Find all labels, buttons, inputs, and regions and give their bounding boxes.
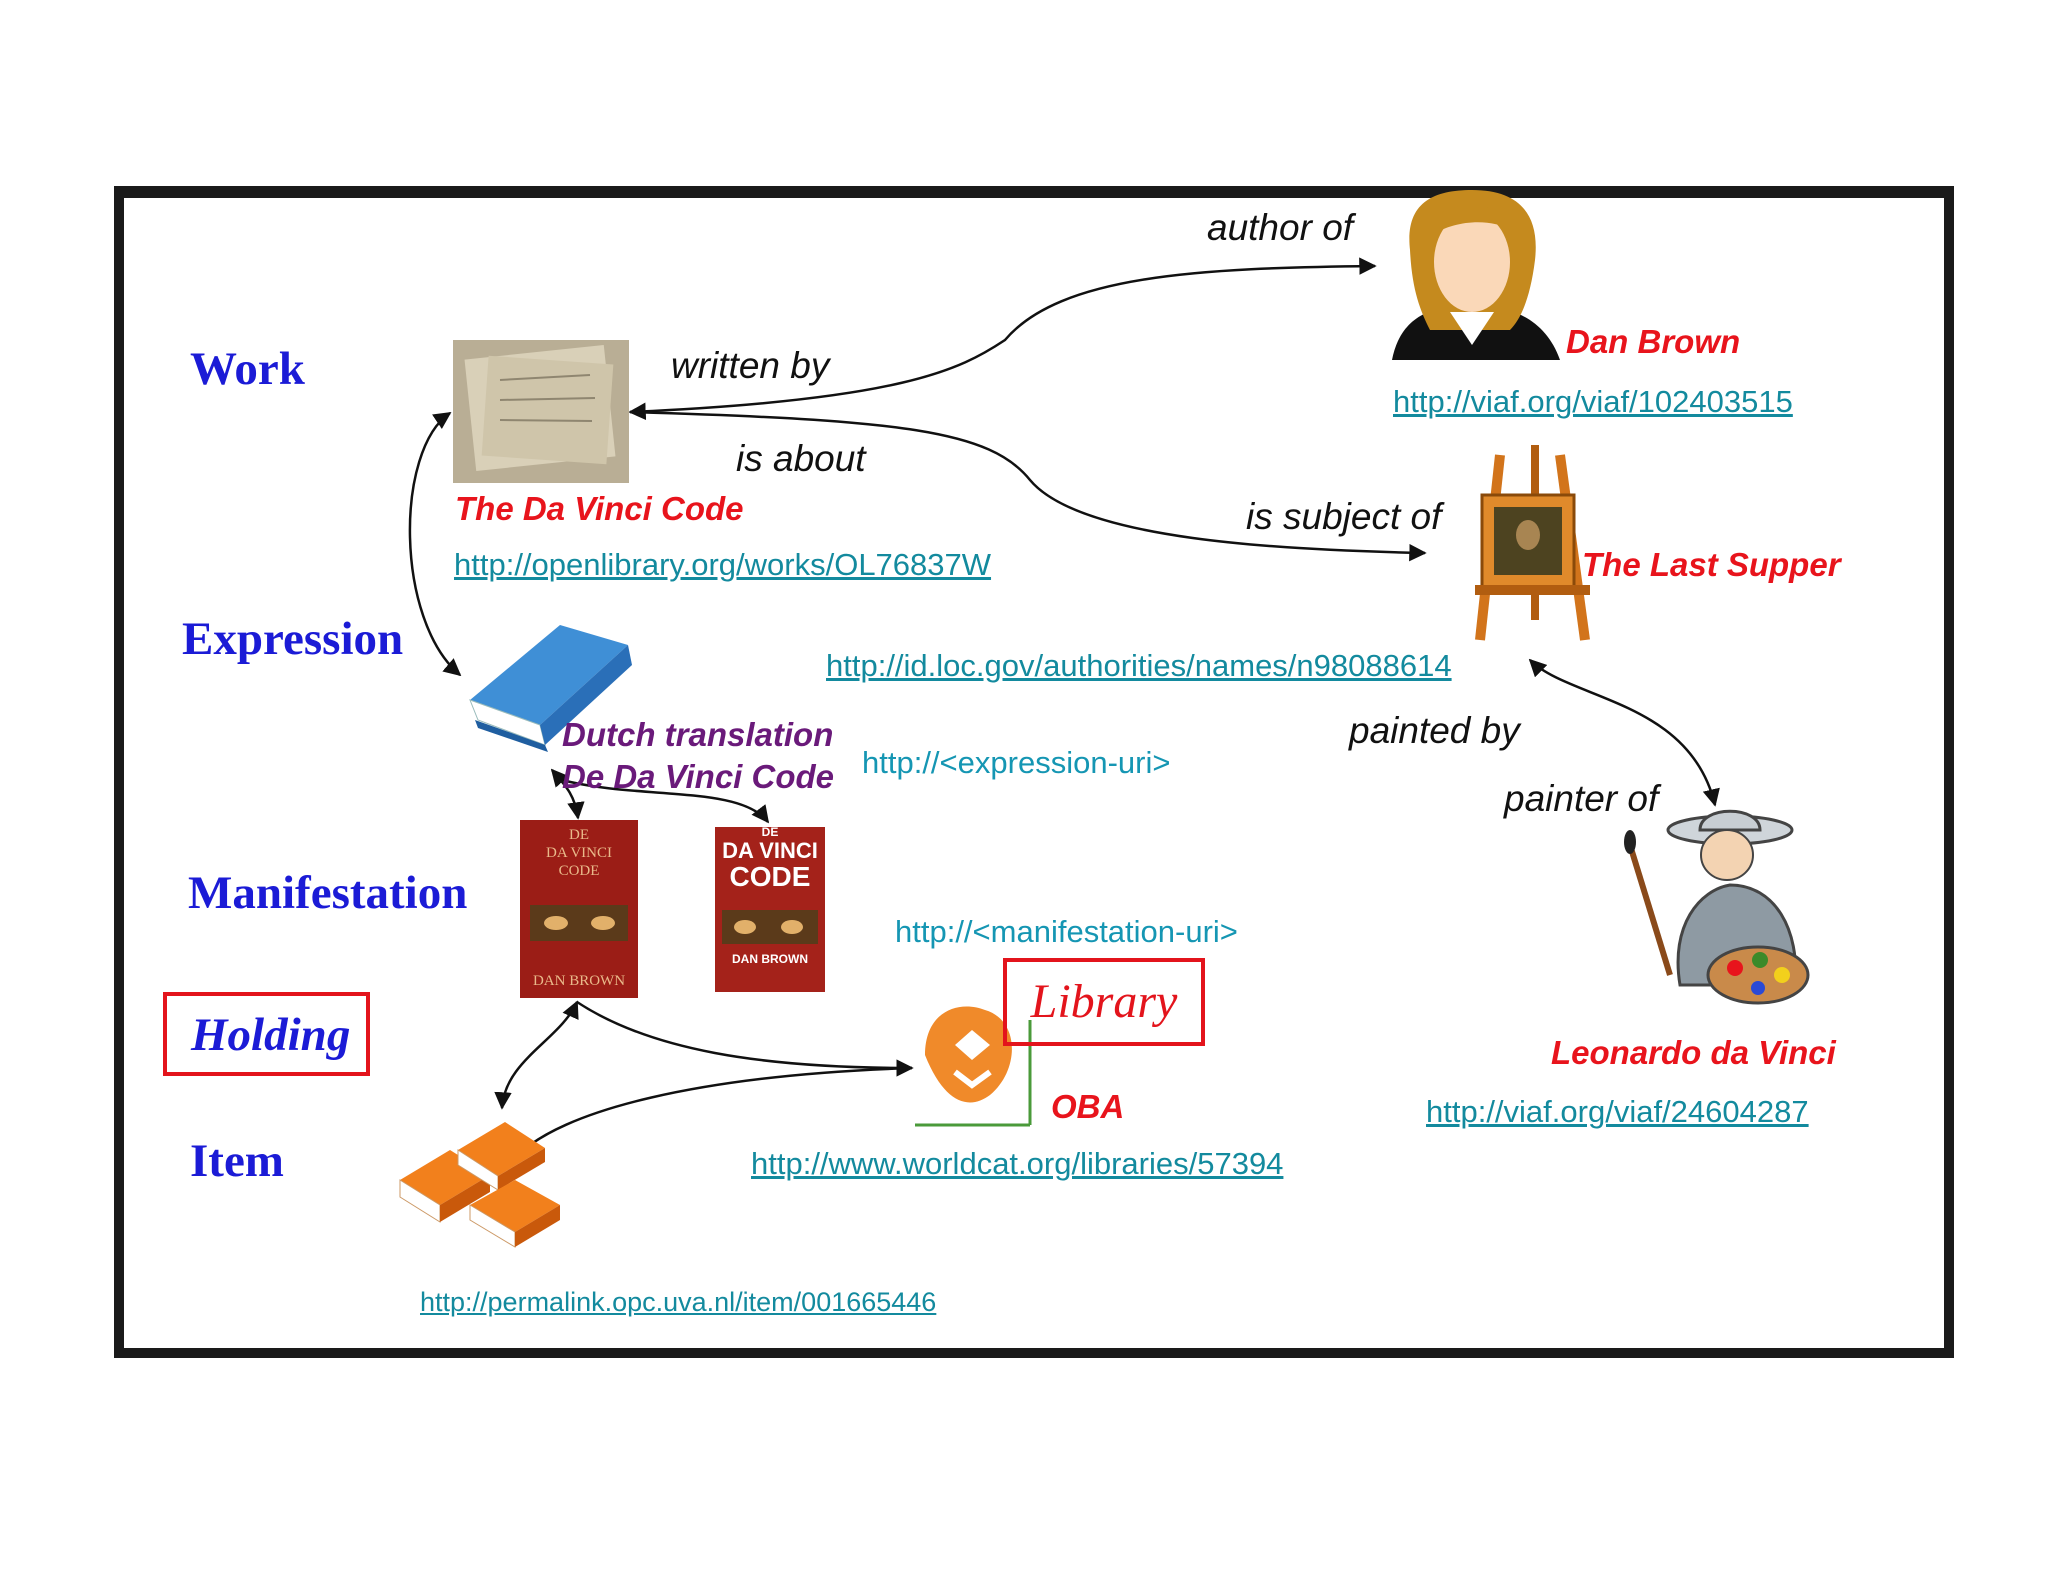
library-box-label: Library: [1003, 958, 1205, 1046]
cover2-line-1: DE: [761, 825, 779, 839]
relation-author-of: author of: [1207, 207, 1354, 248]
relation-is-about: is about: [736, 438, 866, 479]
cover1-line-4: DAN BROWN: [532, 973, 626, 989]
expression-label-line1: Dutch translation: [562, 716, 834, 753]
manuscript-icon: [453, 340, 629, 483]
level-expression-label: Expression: [182, 613, 404, 665]
work-title: The Da Vinci Code: [455, 490, 744, 527]
relation-is-subject-of: is subject of: [1246, 496, 1442, 537]
book-cover-1-icon: [520, 820, 638, 998]
relation-painted-by: painted by: [1349, 710, 1520, 751]
cover1-line-1: DE: [569, 827, 589, 843]
relation-painter-of: painter of: [1504, 778, 1659, 819]
level-manifestation-label: Manifestation: [188, 867, 468, 919]
manifestation-library-arrow: [576, 1000, 914, 1077]
cover2-line-2: DA VINCI: [722, 838, 818, 863]
level-work-label: Work: [190, 343, 305, 395]
expression-uri-text: http://<expression-uri>: [862, 745, 1171, 780]
easel-painting-icon: [1475, 445, 1590, 641]
cover1-line-3: CODE: [558, 863, 600, 879]
level-holding-label: Holding: [163, 992, 371, 1076]
is-subject-of-arrow: [629, 410, 1427, 562]
relation-written-by: written by: [671, 345, 830, 386]
expression-label-line2: De Da Vinci Code: [562, 758, 835, 795]
author-uri-link[interactable]: http://viaf.org/viaf/102403515: [1393, 384, 1793, 419]
painted-by-arrow: [1528, 658, 1720, 807]
library-name: OBA: [1051, 1088, 1125, 1125]
cover1-line-2: DA VINCI: [546, 845, 612, 861]
work-expression-arrow: [408, 411, 462, 677]
cover2-line-3: CODE: [729, 861, 811, 892]
work-uri-link[interactable]: http://openlibrary.org/works/OL76837W: [454, 547, 992, 582]
cover2-line-4: DAN BROWN: [732, 952, 808, 966]
manifestation-uri-text: http://<manifestation-uri>: [895, 914, 1238, 949]
library-item-arrow: [513, 1066, 913, 1160]
oba-logo-icon: [915, 1006, 1032, 1127]
subject-title: The Last Supper: [1582, 546, 1841, 583]
book-cover-2-icon: [715, 827, 825, 992]
item-uri-link[interactable]: http://permalink.opc.uva.nl/item/0016654…: [420, 1287, 937, 1317]
level-item-label: Item: [190, 1135, 284, 1187]
manifestation-item-arrow: [494, 1000, 579, 1110]
cover1-text: DE DA VINCI CODE DAN BROWN: [520, 826, 638, 990]
blue-book-icon: [469, 625, 632, 752]
subject-uri-link[interactable]: http://id.loc.gov/authorities/names/n980…: [826, 648, 1452, 683]
library-uri-link[interactable]: http://www.worldcat.org/libraries/57394: [751, 1146, 1284, 1181]
expression-manifestation1-arrow: [550, 768, 585, 820]
author-of-arrow: [628, 257, 1377, 421]
item-books-icon: [399, 1122, 560, 1248]
cover2-text: DE DA VINCI CODE DAN BROWN: [715, 826, 825, 972]
expression-manifestation2-arrow: [561, 778, 770, 824]
painter-icon: [1624, 809, 1810, 1005]
painter-uri-link[interactable]: http://viaf.org/viaf/24604287: [1426, 1094, 1809, 1129]
author-name: Dan Brown: [1566, 323, 1741, 360]
painter-name: Leonardo da Vinci: [1551, 1034, 1836, 1071]
author-avatar-icon: [1392, 190, 1560, 360]
